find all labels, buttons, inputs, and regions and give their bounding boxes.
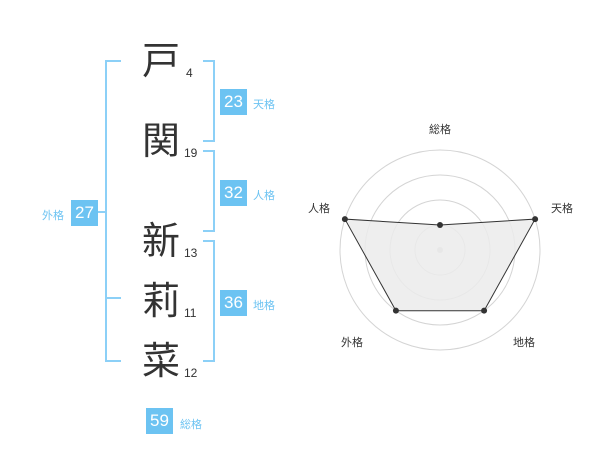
- radar-point-3: [392, 307, 399, 314]
- axis-label-soukaku: 総格: [429, 122, 451, 136]
- radar-point-4: [341, 216, 348, 223]
- chikaku-label: 地格: [253, 299, 275, 312]
- chikaku-bracket: [203, 240, 215, 362]
- char-2: 関: [142, 119, 181, 163]
- char-3-strokes: 13: [184, 246, 198, 260]
- tenkaku-value: 23: [220, 89, 247, 115]
- radar-ring-3: [364, 174, 516, 326]
- char-5: 菜: [142, 339, 181, 383]
- tenkaku-bracket: [203, 60, 215, 142]
- char-4: 莉: [142, 279, 181, 323]
- char-3: 新: [142, 219, 181, 263]
- jinkaku-label: 人格: [253, 189, 275, 202]
- char-4-strokes: 11: [184, 306, 197, 320]
- gaikaku-value: 27: [71, 200, 98, 226]
- gaikaku-bracket: [105, 60, 121, 362]
- char-5-strokes: 12: [184, 366, 198, 380]
- tenkaku-label: 天格: [253, 98, 275, 111]
- jinkaku-bracket: [203, 150, 215, 232]
- axis-label-chikaku: 地格: [513, 335, 535, 349]
- radar-ring-4: [339, 149, 541, 351]
- soukaku-value: 59: [146, 408, 173, 434]
- radar-rings: [339, 149, 541, 351]
- axis-label-jinkaku: 人格: [308, 201, 330, 215]
- radar-center: [437, 247, 443, 253]
- gaikaku-label: 外格: [42, 209, 64, 222]
- radar-polygon: [344, 218, 536, 312]
- chikaku-value: 36: [220, 290, 247, 316]
- gaikaku-bracket-tick: [105, 297, 121, 299]
- radar-ring-1: [414, 224, 466, 276]
- jinkaku-value: 32: [220, 180, 247, 206]
- axis-label-tenkaku: 天格: [551, 201, 573, 215]
- gaikaku-connector: [97, 211, 107, 213]
- radar-points: [341, 216, 539, 314]
- char-1: 戸: [142, 39, 181, 83]
- soukaku-label: 総格: [180, 418, 202, 431]
- radar-point-2: [481, 307, 488, 314]
- radar-ring-2: [389, 199, 491, 301]
- radar-point-0: [437, 222, 443, 228]
- char-2-strokes: 19: [184, 146, 198, 160]
- axis-label-gaikaku: 外格: [341, 335, 363, 349]
- radar-point-1: [532, 216, 539, 223]
- char-1-strokes: 4: [186, 66, 193, 80]
